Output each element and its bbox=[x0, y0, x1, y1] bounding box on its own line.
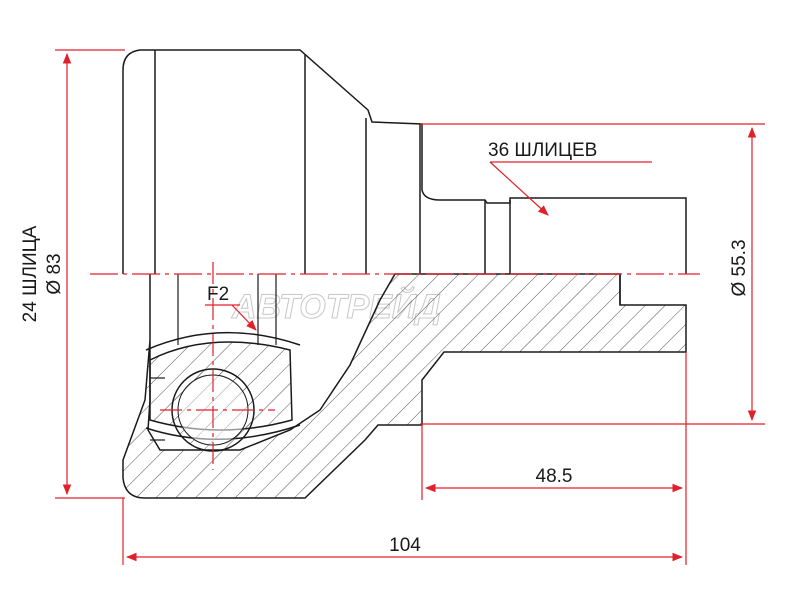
overall-length-label: 104 bbox=[389, 535, 421, 556]
detail-mark-label: F2 bbox=[207, 284, 229, 305]
left-spline-count-label: 24 ШЛИЦА bbox=[20, 225, 41, 322]
inner-length-label: 48.5 bbox=[536, 466, 573, 487]
right-diameter-label: Ø 55.3 bbox=[729, 239, 750, 296]
dimension-lines bbox=[55, 49, 765, 565]
center-lines bbox=[90, 262, 700, 470]
left-diameter-label: Ø 83 bbox=[44, 253, 65, 294]
right-spline-count-label: 36 ШЛИЦЕВ bbox=[488, 140, 597, 161]
joint-upper-outline bbox=[122, 49, 687, 305]
section-bell-hatched bbox=[122, 273, 687, 499]
section-inner-lines bbox=[150, 274, 277, 441]
